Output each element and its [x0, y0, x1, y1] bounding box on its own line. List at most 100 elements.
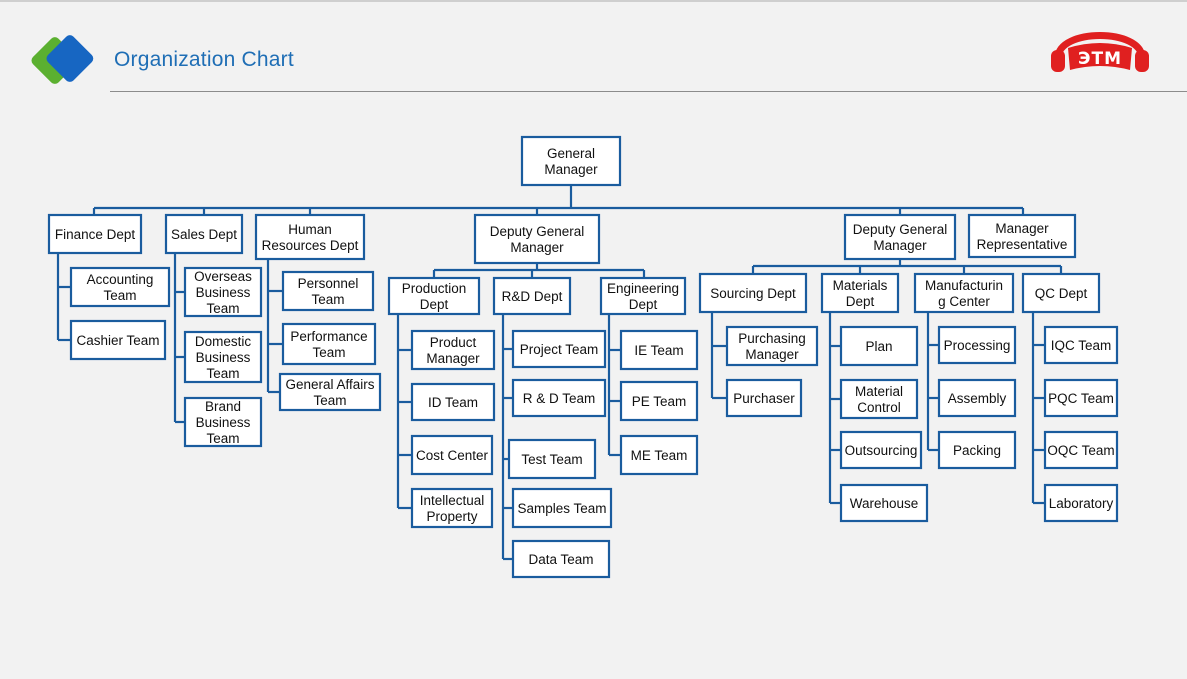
org-node-label: Test Team — [521, 452, 582, 467]
org-node-box — [511, 329, 607, 369]
org-node-assembly: Assembly — [937, 378, 1017, 418]
org-node-label: Cashier Team — [76, 333, 159, 348]
org-node-box — [183, 266, 263, 318]
org-node-box — [520, 135, 622, 187]
org-node-box — [410, 434, 494, 476]
org-node-box — [281, 322, 377, 366]
org-node-finance: Finance Dept — [47, 213, 143, 255]
org-node-rdteam: R & D Team — [511, 378, 607, 418]
org-node-box — [183, 396, 263, 448]
org-node-label: Processing — [944, 338, 1011, 353]
org-node-idteam: ID Team — [410, 382, 496, 422]
org-node-label: PQC Team — [1048, 391, 1114, 406]
org-node-label: Sourcing Dept — [710, 286, 796, 301]
org-node-label: OQC Team — [1047, 443, 1114, 458]
headphone-logo-icon: ЭТМ — [1051, 32, 1149, 72]
org-node-lab: Laboratory — [1043, 483, 1119, 523]
org-node-label: QC Dept — [1035, 286, 1088, 301]
org-node-label: Samples Team — [517, 501, 606, 516]
org-node-processing: Processing — [937, 325, 1017, 365]
org-node-ie: IE Team — [619, 329, 699, 371]
org-node-box — [1043, 430, 1119, 470]
org-node-label: R & D Team — [523, 391, 596, 406]
org-node-box — [511, 378, 607, 418]
org-node-box — [410, 329, 496, 371]
org-node-label: IQC Team — [1051, 338, 1112, 353]
page-title: Organization Chart — [114, 48, 294, 71]
org-node-warehouse: Warehouse — [839, 483, 929, 523]
org-node-box — [599, 276, 687, 316]
org-node-box — [937, 430, 1017, 470]
org-node-box — [967, 213, 1077, 259]
org-node-box — [511, 539, 611, 579]
org-node-box — [913, 272, 1015, 314]
org-node-box — [619, 329, 699, 371]
org-node-box — [1043, 325, 1119, 365]
org-node-pqc: PQC Team — [1043, 378, 1119, 418]
org-node-box — [507, 438, 597, 480]
org-node-iqc: IQC Team — [1043, 325, 1119, 365]
org-node-box — [725, 325, 819, 367]
connector-lines — [56, 185, 1063, 561]
org-node-box — [278, 372, 382, 412]
org-node-box — [410, 382, 496, 422]
org-node-box — [183, 330, 263, 384]
org-node-label: Packing — [953, 443, 1001, 458]
org-node-label: Assembly — [948, 391, 1007, 406]
org-node-samples: Samples Team — [511, 487, 613, 529]
org-node-label: PE Team — [632, 394, 687, 409]
org-node-box — [473, 213, 601, 265]
org-node-box — [69, 266, 171, 308]
org-node-box — [820, 272, 900, 314]
org-node-box — [1043, 378, 1119, 418]
org-node-label: ID Team — [428, 395, 478, 410]
org-node-label: Laboratory — [1049, 496, 1114, 511]
brand-logo-text: ЭТМ — [1078, 49, 1122, 69]
org-node-sales: Sales Dept — [164, 213, 244, 255]
org-node-label: Finance Dept — [55, 227, 136, 242]
org-node-data: Data Team — [511, 539, 611, 579]
diamond-logo-icon — [31, 35, 94, 84]
org-node-box — [410, 487, 494, 529]
org-node-box — [387, 276, 481, 316]
org-node-label: Sales Dept — [171, 227, 237, 242]
org-node-box — [47, 213, 143, 255]
org-node-box — [619, 380, 699, 422]
org-node-rnd: R&D Dept — [492, 276, 572, 316]
org-node-box — [619, 434, 699, 476]
org-node-costcenter: Cost Center — [410, 434, 494, 476]
org-node-box — [843, 213, 957, 261]
org-node-box — [254, 213, 366, 261]
org-node-plan: Plan — [839, 325, 919, 367]
org-node-box — [839, 430, 923, 470]
org-node-box — [1043, 483, 1119, 523]
